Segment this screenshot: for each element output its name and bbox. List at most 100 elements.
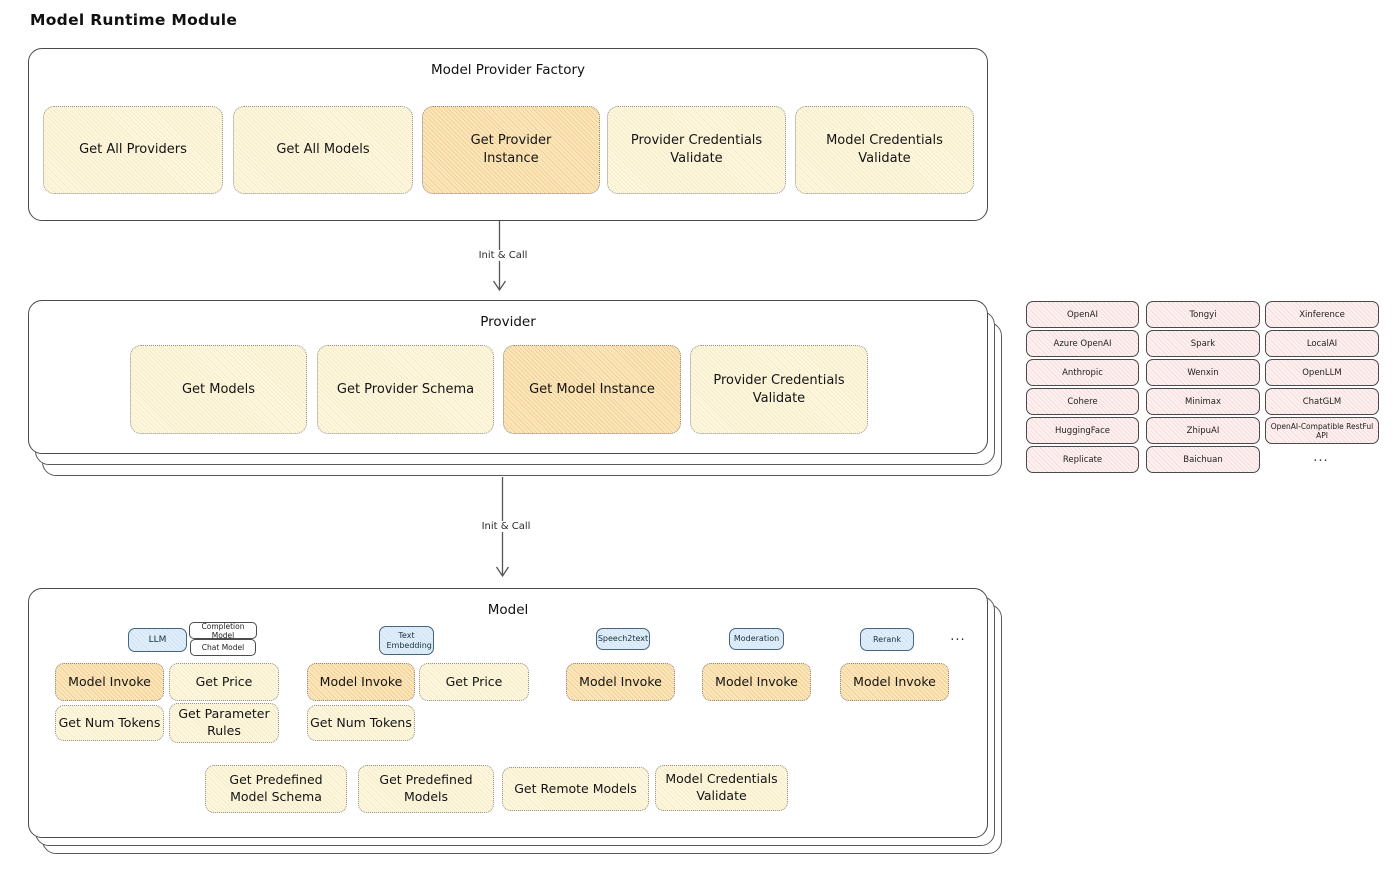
card-label: Get All Providers (79, 142, 187, 158)
factory-card-get-provider-instance: Get Provider Instance (422, 106, 600, 194)
card-label: Get Models (181, 381, 256, 397)
model-card-get-remote-models: Get Remote Models (502, 767, 649, 811)
cell-label: Tongyi (1189, 309, 1217, 320)
model-card-model-invoke-moderation: Model Invoke (702, 663, 811, 701)
cell-label: ZhipuAI (1186, 425, 1220, 436)
tag-label: Text Embedding (386, 630, 432, 650)
model-card-get-price-text-embedding: Get Price (419, 663, 529, 701)
cell-label: Cohere (1067, 396, 1098, 407)
card-label: Model Invoke (68, 673, 151, 689)
model-card-model-invoke-text-embedding: Model Invoke (307, 663, 415, 701)
cell-label: LocalAI (1306, 338, 1338, 349)
tag-label: Completion Model (201, 621, 245, 640)
model-card-get-predefined-models: Get Predefined Models (358, 765, 494, 813)
model-card-get-predefined-model-schema: Get Predefined Model Schema (205, 765, 347, 813)
card-label: Model Invoke (579, 673, 662, 689)
card-label: Get Num Tokens (310, 714, 412, 730)
card-label: Get Predefined Models (379, 772, 473, 804)
provider-cell-localai: LocalAI (1265, 330, 1379, 357)
provider-card-provider-credentials-validate: Provider Credentials Validate (690, 345, 868, 434)
cell-label: OpenAI (1066, 309, 1099, 320)
card-label: Get Predefined Model Schema (229, 772, 323, 804)
provider-list-more-dots: ... (1313, 450, 1329, 465)
card-label: Model Credentials Validate (665, 771, 778, 803)
model-tag-chat-model: Chat Model (190, 639, 256, 656)
factory-card-get-all-models: Get All Models (233, 106, 413, 194)
factory-card-get-all-providers: Get All Providers (43, 106, 223, 194)
cell-label: HuggingFace (1055, 425, 1110, 436)
provider-cell-chatglm: ChatGLM (1265, 388, 1379, 415)
cell-label: OpenLLM (1302, 367, 1342, 378)
provider-cell-baichuan: Baichuan (1146, 446, 1260, 473)
card-label: Model Invoke (853, 673, 936, 689)
tag-label: Chat Model (201, 643, 245, 652)
cell-label: Spark (1190, 338, 1216, 349)
cell-label: ChatGLM (1302, 396, 1342, 407)
factory-title: Model Provider Factory (430, 62, 585, 78)
arrow-label-init-call-1: Init & Call (458, 250, 548, 261)
card-label: Get Remote Models (514, 780, 637, 796)
card-label: Get Provider Schema (336, 381, 475, 397)
model-card-model-invoke-rerank: Model Invoke (840, 663, 949, 701)
cell-label: Azure OpenAI (1053, 338, 1112, 349)
arrow-label-init-call-2: Init & Call (461, 521, 551, 532)
factory-card-provider-credentials-validate: Provider Credentials Validate (607, 106, 786, 194)
provider-cell-azure-openai: Azure OpenAI (1026, 330, 1139, 357)
page-title: Model Runtime Module (30, 11, 238, 29)
provider-cell-replicate: Replicate (1026, 446, 1139, 473)
card-label: Provider Credentials Validate (630, 133, 763, 166)
card-label: Get Model Instance (529, 381, 655, 397)
provider-card-get-provider-schema: Get Provider Schema (317, 345, 494, 434)
model-tag-moderation: Moderation (729, 628, 784, 650)
provider-cell-openai: OpenAI (1026, 301, 1139, 328)
provider-cell-huggingface: HuggingFace (1026, 417, 1139, 444)
provider-cell-zhipuai: ZhipuAI (1146, 417, 1260, 444)
card-label: Get Price (195, 673, 253, 689)
model-card-get-num-tokens-text-embedding: Get Num Tokens (307, 705, 415, 741)
provider-cell-tongyi: Tongyi (1146, 301, 1260, 328)
model-card-get-parameter-rules: Get Parameter Rules (169, 703, 279, 743)
provider-cell-wenxin: Wenxin (1146, 359, 1260, 386)
cell-label: Wenxin (1187, 367, 1219, 378)
model-tag-llm: LLM (128, 628, 187, 652)
model-title: Model (487, 602, 529, 618)
cell-label: Minimax (1185, 396, 1221, 407)
cell-label: Replicate (1062, 454, 1103, 465)
card-label: Model Invoke (319, 673, 403, 689)
cell-label: OpenAI-Compatible RestFul API (1270, 421, 1374, 440)
provider-cell-cohere: Cohere (1026, 388, 1139, 415)
model-card-get-price-llm: Get Price (169, 663, 279, 701)
model-card-model-invoke-speech2text: Model Invoke (566, 663, 675, 701)
model-card-model-invoke-llm: Model Invoke (55, 663, 164, 701)
provider-card-get-models: Get Models (130, 345, 307, 434)
provider-cell-anthropic: Anthropic (1026, 359, 1139, 386)
card-label: Provider Credentials Validate (713, 372, 845, 406)
card-label: Get Parameter Rules (178, 706, 270, 738)
provider-cell-openllm: OpenLLM (1265, 359, 1379, 386)
tag-label: Speech2text (597, 634, 649, 644)
provider-cell-minimax: Minimax (1146, 388, 1260, 415)
provider-cell-spark: Spark (1146, 330, 1260, 357)
provider-card-get-model-instance: Get Model Instance (503, 345, 681, 434)
card-label: Get Provider Instance (470, 133, 552, 166)
cell-label: Anthropic (1062, 367, 1103, 378)
provider-cell-openai-compatible-restful-api: OpenAI-Compatible RestFul API (1265, 417, 1379, 444)
factory-card-model-credentials-validate: Model Credentials Validate (795, 106, 974, 194)
model-tag-completion-model: Completion Model (189, 621, 257, 640)
provider-title: Provider (480, 314, 536, 330)
cell-label: Baichuan (1183, 454, 1223, 465)
model-tag-text-embedding: Text Embedding (379, 626, 434, 655)
provider-cell-xinference: Xinference (1265, 301, 1379, 328)
cell-label: Xinference (1299, 309, 1345, 320)
card-label: Get Price (445, 673, 503, 689)
model-tags-more-dots: ... (950, 629, 966, 644)
tag-label: Rerank (872, 634, 901, 644)
model-tag-speech2text: Speech2text (596, 628, 650, 650)
card-label: Model Invoke (715, 673, 798, 689)
model-card-get-num-tokens-llm: Get Num Tokens (55, 705, 164, 741)
card-label: Get All Models (276, 142, 370, 158)
tag-label: LLM (148, 634, 167, 645)
tag-label: Moderation (733, 634, 780, 644)
model-tag-rerank: Rerank (860, 628, 914, 651)
card-label: Get Num Tokens (58, 714, 161, 730)
